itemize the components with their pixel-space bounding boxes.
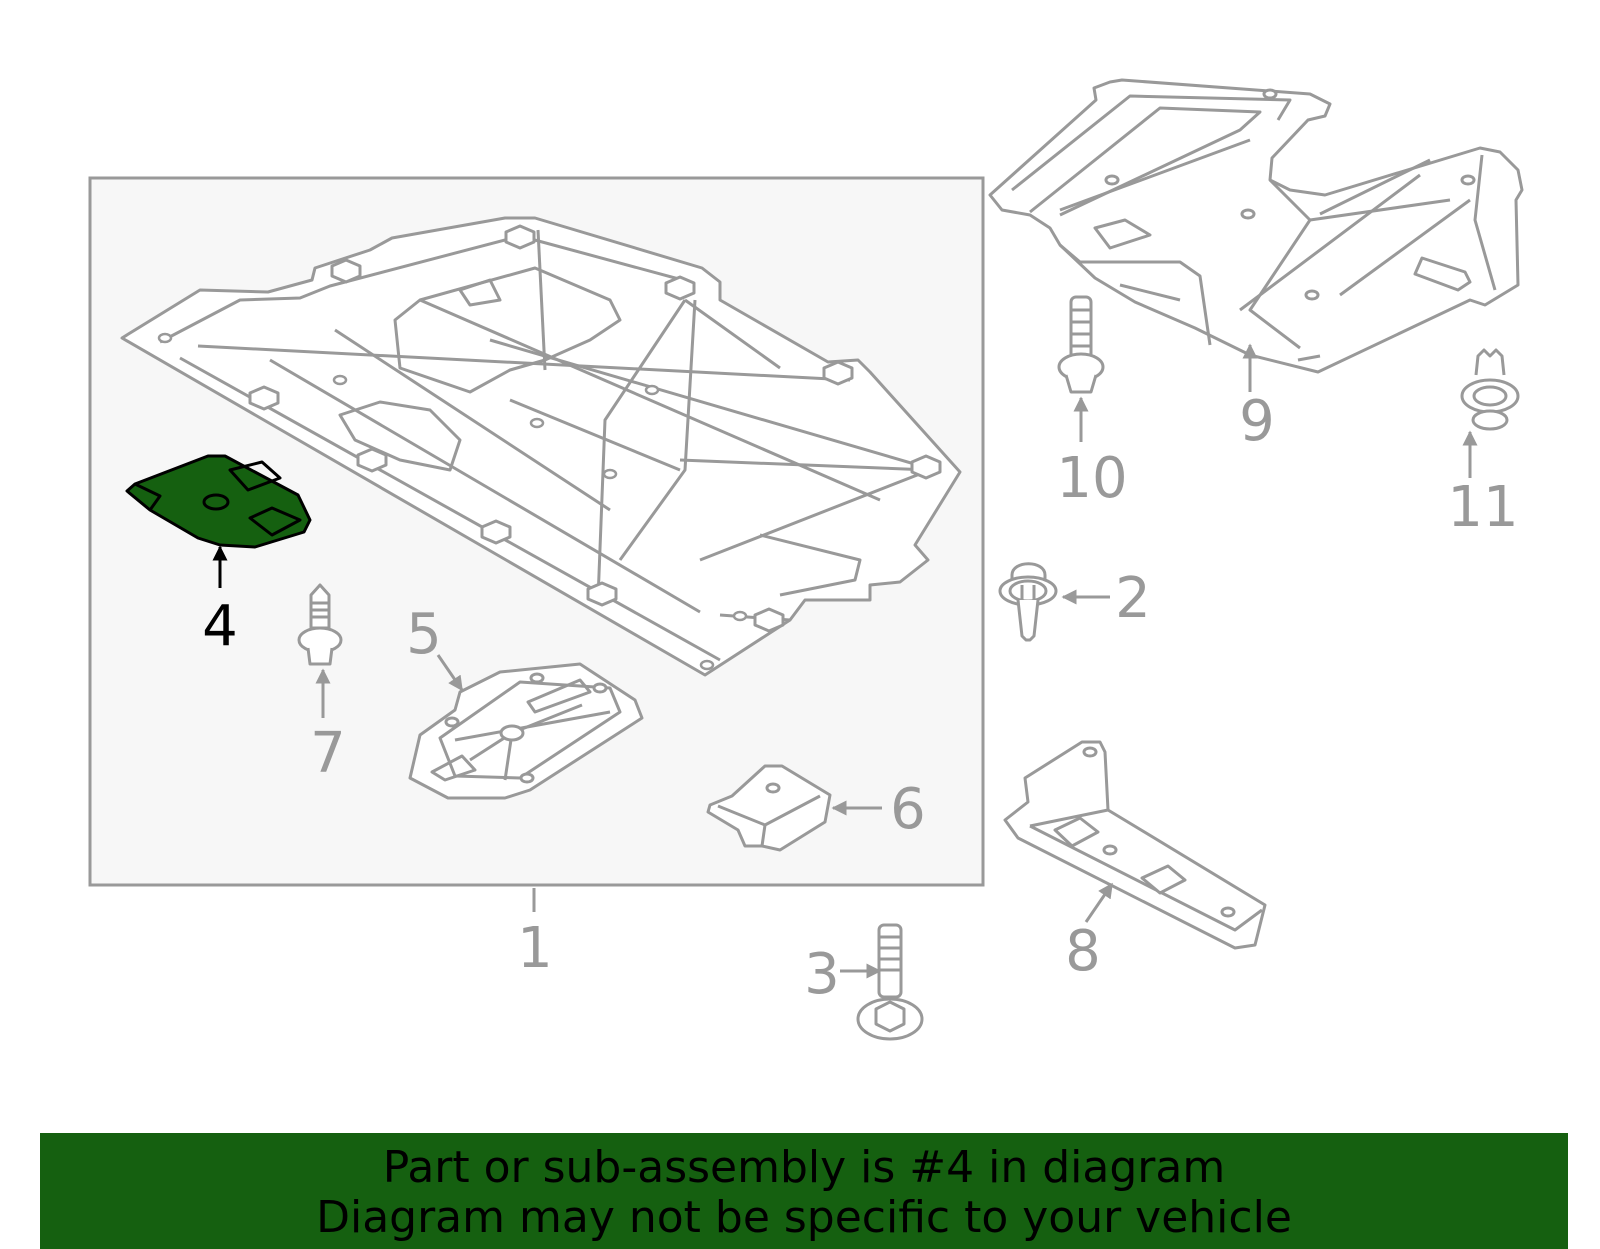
leader-5: [436, 654, 464, 692]
info-banner: Part or sub-assembly is #4 in diagram Di…: [40, 1133, 1568, 1249]
callout-5: 5: [406, 602, 442, 667]
banner-line-2: Diagram may not be specific to your vehi…: [316, 1192, 1292, 1243]
callout-4: 4: [202, 594, 238, 659]
callout-9: 9: [1239, 389, 1275, 454]
callout-11: 11: [1447, 475, 1518, 540]
part-9-cover[interactable]: [988, 78, 1524, 374]
callout-10: 10: [1056, 446, 1127, 511]
part-5-shield[interactable]: [408, 662, 644, 800]
part-7-bolt[interactable]: [297, 583, 343, 666]
callout-2: 2: [1115, 566, 1151, 631]
part-4-splash-shield[interactable]: [125, 454, 312, 549]
banner-line-1: Part or sub-assembly is #4 in diagram: [382, 1142, 1226, 1193]
callout-8: 8: [1065, 919, 1101, 984]
part-1-under-cover[interactable]: [120, 216, 962, 677]
part-8-bracket[interactable]: [1003, 740, 1267, 950]
callouts: 1 2 3 4 5 6 7 8 9 10 11: [202, 389, 1518, 1007]
callout-1: 1: [517, 916, 553, 981]
callout-7: 7: [310, 721, 346, 786]
part-2-clip[interactable]: [998, 562, 1058, 642]
leader-lines: [212, 343, 1478, 979]
part-3-bolt[interactable]: [856, 923, 924, 1041]
callout-6: 6: [890, 777, 926, 842]
leader-8: [1084, 882, 1114, 923]
part-6-bracket[interactable]: [706, 764, 832, 852]
part-10-bolt[interactable]: [1057, 295, 1105, 394]
part-11-clip[interactable]: [1460, 348, 1520, 431]
callout-3: 3: [804, 942, 840, 1007]
